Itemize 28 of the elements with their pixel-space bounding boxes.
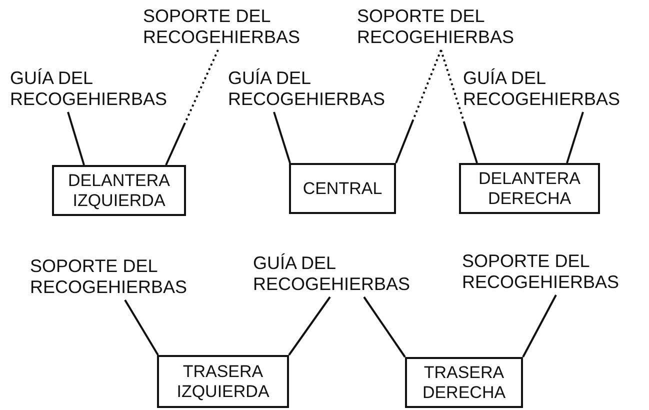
- leader-line: [67, 112, 85, 166]
- leader-label: GUÍA DEL RECOGEHIERBAS: [10, 68, 168, 109]
- position-box: [289, 163, 396, 214]
- leader-line: [566, 112, 584, 164]
- leader-label: SOPORTE DEL RECOGEHIERBAS: [30, 256, 188, 297]
- leader-label: GUÍA DEL RECOGEHIERBAS: [463, 68, 620, 109]
- leader-line: [273, 112, 291, 164]
- leader-line: [440, 50, 478, 164]
- position-box: [52, 165, 186, 216]
- leader-label: SOPORTE DEL RECOGEHIERBAS: [462, 251, 620, 292]
- leader-line: [124, 299, 159, 356]
- position-box: [405, 357, 523, 408]
- position-box: [459, 163, 600, 214]
- leader-line: [288, 296, 331, 356]
- leader-line: [522, 294, 557, 358]
- leader-line: [363, 296, 406, 358]
- part-label: DELANTERA IZQUIERDA: [66, 170, 172, 210]
- position-box: [157, 355, 289, 408]
- leader-label: SOPORTE DEL RECOGEHIERBAS: [143, 6, 300, 47]
- leader-line: [165, 50, 219, 166]
- part-label: DELANTERA DERECHA: [477, 168, 582, 208]
- part-label: CENTRAL: [302, 178, 382, 198]
- part-label: TRASERA IZQUIERDA: [176, 362, 270, 402]
- leader-label: SOPORTE DEL RECOGEHIERBAS: [357, 6, 514, 47]
- part-label: TRASERA DERECHA: [421, 362, 507, 402]
- leader-label: GUÍA DEL RECOGEHIERBAS: [253, 253, 410, 294]
- leader-label: GUÍA DEL RECOGEHIERBAS: [228, 68, 386, 109]
- leader-line: [395, 50, 442, 164]
